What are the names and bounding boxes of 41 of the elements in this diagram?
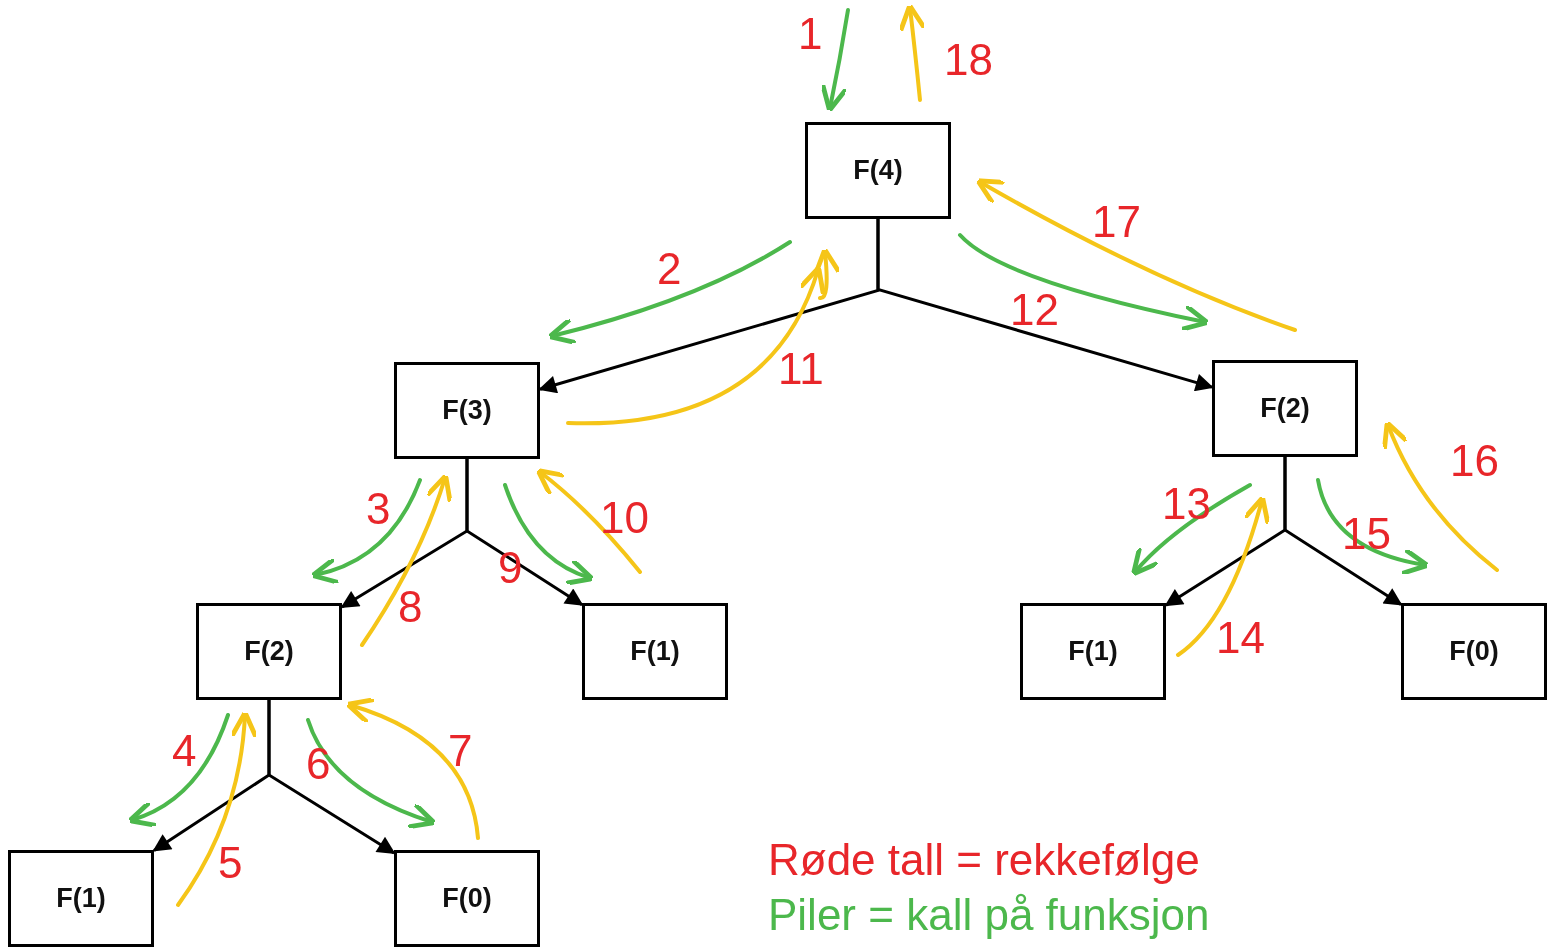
call-box (1020, 603, 1166, 700)
call-label: F(4) (853, 155, 903, 186)
step-number: 13 (1162, 482, 1211, 526)
step-number: 7 (448, 729, 473, 773)
call-label: F(1) (56, 883, 106, 914)
step-number: 14 (1216, 616, 1265, 660)
call-label: F(1) (630, 636, 680, 667)
arrow (1283, 457, 1403, 606)
step-number: 18 (944, 38, 993, 82)
step-number: 5 (218, 841, 243, 885)
call-label: F(0) (1449, 636, 1499, 667)
call-box (196, 603, 342, 700)
step-number: 8 (398, 585, 423, 629)
step-number: 12 (1010, 288, 1059, 332)
call-box (394, 850, 540, 947)
step-number: 1 (798, 12, 823, 56)
call-label: F(2) (1260, 393, 1310, 424)
step-number: 11 (778, 347, 824, 391)
step-number: 2 (657, 247, 682, 291)
step-number: 15 (1342, 512, 1391, 556)
step-number: 17 (1092, 200, 1141, 244)
call-box (394, 362, 540, 459)
step-number: 16 (1450, 439, 1499, 483)
step-number: 3 (366, 487, 391, 531)
call-label: F(3) (442, 395, 492, 426)
arrow (465, 459, 584, 606)
call-box (1401, 603, 1547, 700)
step-number: 4 (172, 729, 197, 773)
call-label: F(2) (244, 636, 294, 667)
call-box (1212, 360, 1358, 457)
call-label: F(0) (442, 883, 492, 914)
step-number: 6 (306, 742, 331, 786)
legend-text: Røde tall = rekkefølge (768, 838, 1200, 882)
legend-text: Piler = kall på funksjon (768, 893, 1210, 937)
call-box (805, 122, 951, 219)
step-number: 10 (600, 496, 649, 540)
arrow (267, 700, 396, 855)
call-label: F(1) (1068, 636, 1118, 667)
arrow (876, 219, 1214, 392)
call-box (8, 850, 154, 947)
call-box (582, 603, 728, 700)
